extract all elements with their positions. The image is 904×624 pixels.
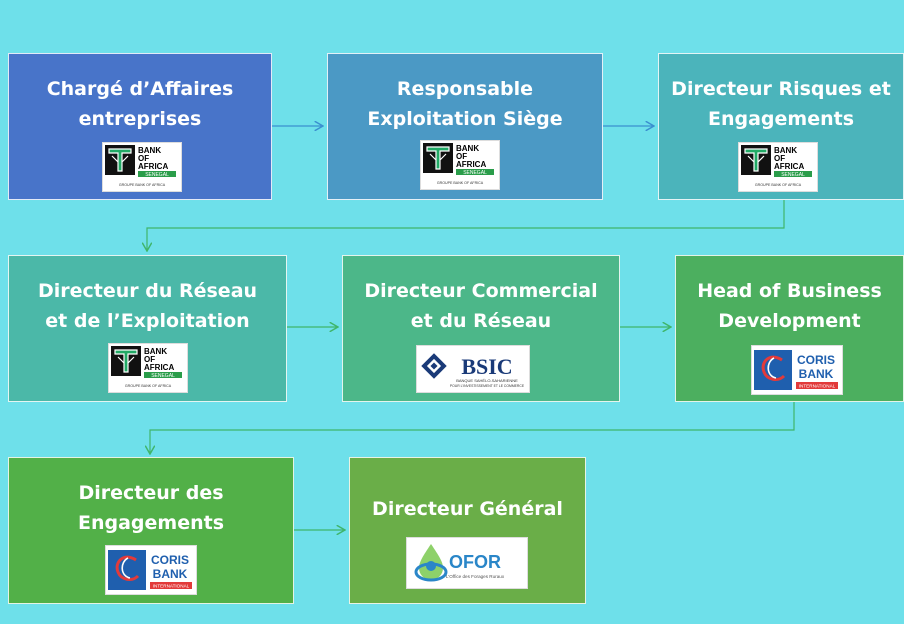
box-head-business-development: Head of Business Development CORIS BANK … [675, 255, 904, 402]
box-directeur-commercial: Directeur Commercial et du Réseau BSIC B… [342, 255, 620, 402]
box-title: Directeur Commercial et du Réseau [364, 280, 598, 332]
svg-text:OF: OF [138, 154, 149, 163]
svg-text:GROUPE BANK OF AFRICA: GROUPE BANK OF AFRICA [755, 183, 802, 187]
box-title: Head of Business Development [697, 280, 882, 332]
svg-text:GROUPE BANK OF AFRICA: GROUPE BANK OF AFRICA [437, 181, 484, 185]
box-title: Directeur Risques et Engagements [671, 78, 891, 130]
coris-bank-logo: CORIS BANK INTERNATIONAL [105, 545, 197, 595]
box-responsable-exploitation: Responsable Exploitation Siège BANK OF A… [327, 53, 603, 200]
box-directeur-reseau-exploitation: Directeur du Réseau et de l’Exploitation… [8, 255, 287, 402]
svg-text:SENEGAL: SENEGAL [781, 172, 805, 178]
box-directeur-risques: Directeur Risques et Engagements BANK OF… [658, 53, 904, 200]
svg-text:SENEGAL: SENEGAL [151, 373, 175, 379]
bank-of-africa-logo: BANK OF AFRICA SENEGAL GROUPE BANK OF AF… [108, 343, 188, 393]
bsic-logo: BSIC BANQUE SAHÉLO-SAHARIENNE POUR L'INV… [416, 345, 530, 393]
svg-text:BANK: BANK [456, 144, 479, 153]
box-title: Directeur du Réseau et de l’Exploitation [37, 280, 258, 332]
bank-of-africa-logo: BANK OF AFRICA SENEGAL GROUPE BANK OF AF… [420, 140, 500, 190]
svg-text:GROUPE BANK OF AFRICA: GROUPE BANK OF AFRICA [125, 384, 172, 388]
svg-text:INTERNATIONAL: INTERNATIONAL [153, 584, 190, 589]
svg-text:OFOR: OFOR [449, 552, 501, 572]
svg-text:BANK: BANK [153, 567, 188, 581]
svg-text:OF: OF [774, 154, 785, 163]
svg-text:GROUPE BANK OF AFRICA: GROUPE BANK OF AFRICA [119, 183, 166, 187]
svg-text:AFRICA: AFRICA [144, 363, 174, 372]
box-charge-affaires: Chargé d’Affaires entreprises BANK OF AF… [8, 53, 272, 200]
svg-text:POUR L'INVESTISSEMENT ET LE CO: POUR L'INVESTISSEMENT ET LE COMMERCE [450, 384, 525, 388]
svg-text:L'Office des Forages Ruraux: L'Office des Forages Ruraux [446, 574, 505, 579]
svg-text:BANK: BANK [144, 347, 167, 356]
svg-text:BSIC: BSIC [461, 354, 512, 379]
box-title: Responsable Exploitation Siège [367, 78, 563, 130]
box-directeur-engagements: Directeur des Engagements CORIS BANK INT… [8, 457, 294, 604]
svg-text:CORIS: CORIS [151, 553, 189, 567]
svg-text:CORIS: CORIS [797, 353, 835, 367]
svg-text:INTERNATIONAL: INTERNATIONAL [799, 384, 836, 389]
bank-of-africa-logo: BANK OF AFRICA SENEGAL GROUPE BANK OF AF… [738, 142, 818, 192]
svg-text:AFRICA: AFRICA [138, 162, 168, 171]
box-title: Directeur des Engagements [77, 482, 225, 534]
svg-text:BANK: BANK [799, 367, 834, 381]
bank-of-africa-logo: BANK OF AFRICA SENEGAL GROUPE BANK OF AF… [102, 142, 182, 192]
arrow-3-4 [147, 200, 785, 251]
svg-text:SENEGAL: SENEGAL [463, 170, 487, 176]
svg-text:BANK: BANK [774, 146, 797, 155]
svg-text:AFRICA: AFRICA [456, 160, 486, 169]
box-title: Directeur Général [372, 498, 563, 520]
coris-bank-logo: CORIS BANK INTERNATIONAL [751, 345, 843, 395]
arrow-6-7 [150, 402, 795, 454]
svg-text:SENEGAL: SENEGAL [145, 172, 169, 178]
box-title: Chargé d’Affaires entreprises [46, 78, 234, 130]
svg-text:OF: OF [144, 355, 155, 364]
svg-text:AFRICA: AFRICA [774, 162, 804, 171]
svg-text:OF: OF [456, 152, 467, 161]
ofor-logo: OFOR L'Office des Forages Ruraux [406, 537, 528, 589]
box-directeur-general: Directeur Général OFOR L'Office des Fora… [349, 457, 586, 604]
svg-text:BANQUE SAHÉLO-SAHARIENNE: BANQUE SAHÉLO-SAHARIENNE [456, 378, 518, 383]
svg-text:BANK: BANK [138, 146, 161, 155]
